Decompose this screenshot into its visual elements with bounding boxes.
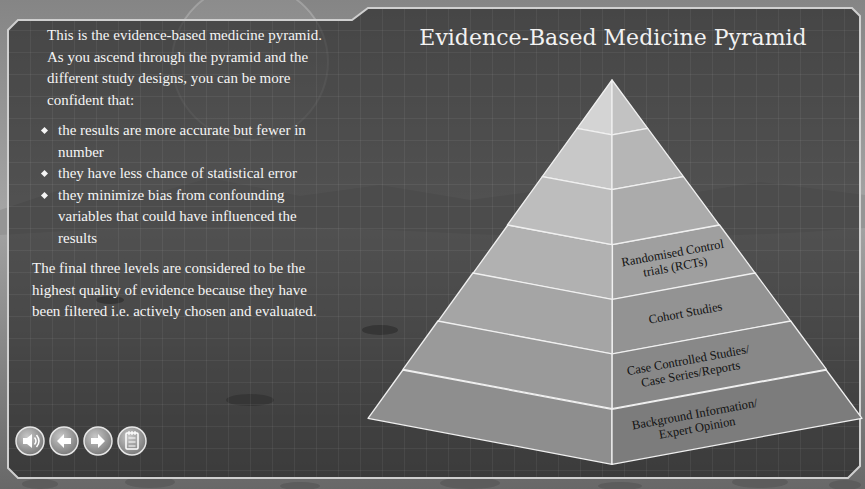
- pyramid-level-face: [612, 128, 683, 189]
- bullet-text: the results are more accurate but fewer …: [58, 120, 324, 163]
- back-button: [50, 427, 78, 455]
- sound-waves: [35, 435, 40, 447]
- paragraph-text: This is the evidence-based medicine pyra…: [47, 25, 324, 111]
- content-panel: This is the evidence-based medicine pyra…: [8, 8, 860, 478]
- bullet-text: they have less chance of statistical err…: [58, 163, 297, 185]
- bullet-item: the results are more accurate but fewer …: [42, 120, 324, 163]
- band-right-face: [612, 370, 862, 464]
- audio-button: [16, 427, 44, 455]
- pyramid-level-face: [612, 177, 719, 245]
- bullet-marker: [41, 170, 48, 177]
- right-arrow-icon: [91, 434, 105, 448]
- notepad-lines: [129, 431, 136, 446]
- nav-buttons: [16, 427, 146, 455]
- bullet-marker: [41, 127, 48, 134]
- next-button: [84, 427, 112, 455]
- text-column: This is the evidence-based medicine pyra…: [32, 25, 324, 323]
- bullet-item: they minimize bias from confounding vari…: [42, 185, 324, 250]
- pyramid-level: Background Information/ Expert Opinion: [368, 370, 862, 464]
- pyramid-upper-levels: [507, 80, 719, 245]
- paragraph-text: The final three levels are considered to…: [32, 258, 324, 323]
- band-left-face: [368, 370, 612, 464]
- bullet-marker: [41, 191, 48, 198]
- panel-border: [8, 8, 860, 478]
- pyramid-level-face: [612, 80, 648, 135]
- slide-title: Evidence-Based Medicine Pyramid: [368, 20, 858, 56]
- left-arrow-icon: [57, 434, 71, 448]
- notepad-icon: [126, 433, 138, 449]
- pyramid-level-face: [542, 128, 612, 189]
- pyramid-level-face: [577, 80, 612, 135]
- bullet-item: they have less chance of statistical err…: [42, 163, 324, 185]
- notes-button: [118, 427, 146, 455]
- speaker-icon: [23, 434, 32, 448]
- pyramid-level-face: [507, 177, 612, 245]
- paragraph-block: The final three levels are considered to…: [32, 258, 324, 323]
- panel-grid: [8, 8, 860, 478]
- bullet-text: they minimize bias from confounding vari…: [58, 185, 324, 250]
- pyramid-band: [368, 370, 862, 464]
- panel-fill: [8, 8, 860, 478]
- paragraph-block: This is the evidence-based medicine pyra…: [47, 25, 324, 111]
